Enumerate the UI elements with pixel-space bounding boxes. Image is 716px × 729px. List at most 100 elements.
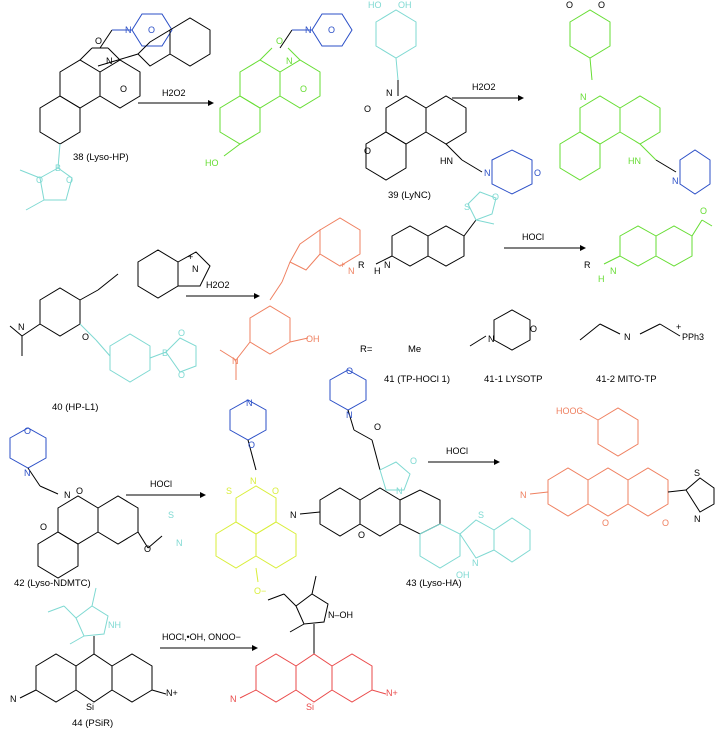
- compound-43: [299, 369, 531, 569]
- reagent-42: HOCl: [150, 479, 172, 489]
- atom-n: N: [694, 514, 701, 524]
- atom-plus: +: [340, 260, 345, 270]
- atom-n: N: [472, 558, 479, 568]
- atom-o: O: [358, 530, 365, 540]
- label-39: 39 (LyNC): [388, 190, 431, 201]
- compound-44: [19, 587, 167, 703]
- atom-o: O: [374, 422, 381, 432]
- atom-o: O: [492, 192, 499, 202]
- atom-n: N: [520, 490, 527, 500]
- atom-r: R: [584, 260, 591, 270]
- atom-n: N: [396, 486, 403, 496]
- arrowhead-2: [518, 95, 524, 101]
- atom-n: N: [384, 260, 391, 270]
- atom-o: O: [76, 486, 83, 496]
- atom-o: O: [120, 84, 127, 94]
- atom-o: O: [364, 146, 371, 156]
- atom-s: S: [168, 510, 174, 520]
- atom-o: O: [346, 366, 353, 376]
- atom-n: N: [230, 694, 237, 704]
- atom-n-oh: N–OH: [328, 610, 353, 620]
- atom-s: S: [478, 510, 484, 520]
- atom-o: O: [328, 25, 335, 35]
- atom-h: H: [374, 266, 381, 276]
- atom-o: O: [700, 206, 707, 216]
- atom-n: N: [64, 490, 71, 500]
- atom-n-plus: N+: [386, 688, 398, 698]
- atom-s: S: [464, 202, 470, 212]
- atom-hooc: HOOC: [556, 406, 584, 416]
- atom-o: O: [598, 0, 605, 10]
- atom-n: N: [246, 398, 253, 408]
- product-43: [529, 407, 715, 517]
- atom-o: O: [566, 0, 573, 10]
- atom-o-minus: O−: [254, 586, 266, 596]
- atom-plus: +: [676, 322, 681, 332]
- label-41-2: 41-2 MITO-TP: [596, 374, 657, 385]
- atom-hn: HN: [440, 156, 453, 166]
- reagent-39: H2O2: [472, 82, 496, 92]
- label-44: 44 (PSiR): [72, 718, 113, 729]
- label-41: 41 (TP-HOCl 1): [384, 374, 450, 385]
- atom-n: N: [10, 694, 17, 704]
- atom-n: N: [24, 468, 31, 478]
- product-40: [219, 217, 361, 380]
- atom-n: N: [232, 356, 239, 366]
- arrowhead-1: [208, 100, 214, 106]
- atom-s: S: [226, 486, 232, 496]
- atom-o: O: [36, 175, 43, 185]
- compound-41: [375, 191, 497, 267]
- atom-b: B: [162, 348, 168, 358]
- r-me-label: Me: [408, 344, 421, 355]
- atom-n: N: [672, 176, 679, 186]
- atom-si: Si: [86, 702, 94, 712]
- atom-n: N: [305, 25, 312, 35]
- atom-r: R: [358, 260, 365, 270]
- atom-si: Si: [306, 702, 314, 712]
- atom-o: O: [410, 456, 417, 466]
- atom-b: B: [55, 163, 61, 173]
- atom-n: N: [488, 334, 495, 344]
- atom-nh: NH: [108, 620, 121, 630]
- label-41-1: 41-1 LYSOTP: [484, 374, 542, 385]
- atom-n: N: [192, 264, 199, 274]
- product-39: [559, 9, 711, 195]
- atom-o: O: [276, 36, 283, 46]
- atom-n: N: [348, 266, 355, 276]
- atom-plus: +: [188, 252, 193, 262]
- atom-oh: OH: [398, 0, 412, 10]
- atom-hn: HN: [628, 156, 641, 166]
- label-42: 42 (Lyso-NDMTC): [14, 578, 91, 589]
- atom-o: O: [66, 175, 73, 185]
- product-38: [219, 13, 353, 157]
- atom-n: N: [18, 322, 25, 332]
- arrowhead-5: [200, 492, 206, 498]
- reagent-44: HOCl,•OH, ONOO−: [162, 632, 241, 642]
- atom-n: N: [286, 56, 293, 66]
- compound-40: [9, 17, 211, 383]
- atom-o: O: [178, 328, 185, 338]
- atom-n: N: [624, 332, 631, 342]
- atom-h: H: [598, 274, 605, 284]
- arrowhead-4: [580, 245, 586, 251]
- atom-o: O: [144, 544, 151, 554]
- atom-oh: OH: [306, 334, 320, 344]
- atom-n: N: [346, 410, 353, 420]
- arrowhead-7: [252, 645, 258, 651]
- atom-pph3: PPh3: [682, 332, 704, 342]
- atom-o: O: [95, 36, 102, 46]
- atom-o: O: [24, 426, 31, 436]
- arrowhead-6: [494, 459, 500, 465]
- atom-n: N: [176, 538, 183, 548]
- atom-n: N: [484, 168, 491, 178]
- reagent-38: H2O2: [162, 88, 186, 98]
- atom-o: O: [82, 332, 89, 342]
- atom-n: N: [580, 92, 587, 102]
- label-38: 38 (Lyso-HP): [73, 152, 129, 163]
- atom-o: O: [364, 104, 371, 114]
- r-equals-label: R=: [360, 344, 373, 355]
- reagent-41: HOCl: [522, 232, 544, 242]
- product-44: [239, 575, 387, 703]
- atom-ho: HO: [205, 158, 219, 168]
